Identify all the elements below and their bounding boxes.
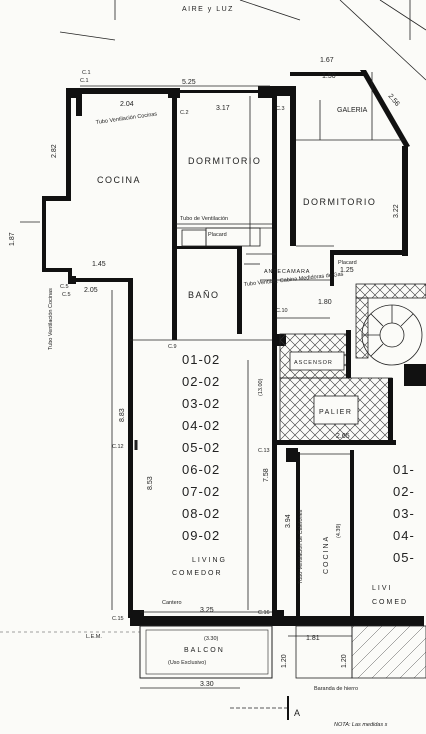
note-uso-exclusivo: (Uso Exclusivo) <box>168 660 206 666</box>
dim-label: 1.67 <box>320 57 334 64</box>
dim-label: 1.50 <box>322 73 336 80</box>
note-placard-2: Placard <box>338 260 357 266</box>
dim-label: 3.30 <box>200 681 214 688</box>
light-well-lines <box>59 0 426 81</box>
dim-label: 2.05 <box>84 287 98 294</box>
right-unit-walls <box>296 450 354 620</box>
top-label: AIRE y LUZ <box>182 6 234 13</box>
column-label: C.15 <box>112 616 124 622</box>
column-label: C.13 <box>258 448 270 454</box>
unit-label: 06-02 <box>182 462 220 477</box>
unit-label: 07-02 <box>182 484 220 499</box>
note-cantero: Cantero <box>162 600 182 606</box>
dim-label: 7.58 <box>263 468 270 482</box>
dim-label: 1.25 <box>340 267 354 274</box>
room-comedor-2: COMED <box>372 599 408 606</box>
note-baranda: Baranda de hierro <box>314 686 358 692</box>
units-right: 01- 02- 03- 04- 05- <box>393 462 415 565</box>
note-placard-1: Placard <box>208 232 227 238</box>
note-tubo-calefones: Tubo Ventilación de Calefones <box>298 509 304 584</box>
room-ascensor: ASCENSOR <box>294 360 333 366</box>
room-cocina-left: COCINA <box>97 175 141 185</box>
room-balcon: BALCON <box>184 647 225 654</box>
room-dormitorio-1: DORMITORIO <box>188 156 261 166</box>
core-hatch <box>276 330 396 445</box>
dim-label: 1.20 <box>281 654 288 668</box>
dim-label: (13.00) <box>258 378 264 396</box>
dim-label: 3.22 <box>393 204 400 218</box>
room-palier: PALIER <box>319 409 352 416</box>
column-label: C.12 <box>112 444 124 450</box>
unit-label: 03-02 <box>182 396 220 411</box>
dim-label: 3.94 <box>285 514 292 528</box>
dim-label: 2.65 <box>336 433 350 440</box>
dim-label: (4.39) <box>336 523 342 538</box>
unit-label: 02- <box>393 484 415 499</box>
dim-label: 3.17 <box>216 105 230 112</box>
dim-label: (3.30) <box>204 636 219 642</box>
room-antecamara: ANTECAMARA <box>264 269 310 275</box>
room-bano: BAÑO <box>188 290 220 300</box>
column-label: C.1 <box>80 78 89 84</box>
column-label: C.9 <box>168 344 177 350</box>
room-living-2: LIVI <box>372 585 392 592</box>
note-tubo-vent-calefones-left: Tubo Ventilación Cocinas <box>48 288 54 350</box>
dimension-lines <box>20 85 352 689</box>
note-section-a: A <box>294 708 302 718</box>
dim-label: 2.04 <box>120 101 134 108</box>
unit-label: 01-02 <box>182 352 220 367</box>
structural-columns <box>66 86 298 626</box>
note-tubo-vent: Tubo de Ventilación <box>180 216 228 222</box>
dim-label: 1.81 <box>306 635 320 642</box>
dim-label: 2.82 <box>51 144 58 158</box>
unit-label: 03- <box>393 506 415 521</box>
note-nota: NOTA: Las medidas s <box>334 722 388 728</box>
balconies <box>0 625 426 720</box>
unit-label: 01- <box>393 462 415 477</box>
exterior-walls <box>42 86 424 626</box>
unit-label: 05-02 <box>182 440 220 455</box>
unit-label: 09-02 <box>182 528 220 543</box>
dim-label: 8.83 <box>119 408 126 422</box>
dim-label: 3.25 <box>200 607 214 614</box>
room-living-1: LIVING <box>192 557 227 564</box>
staircase <box>355 283 426 386</box>
dim-label: 1.87 <box>9 232 16 246</box>
right-walls <box>290 70 410 286</box>
dim-label: 1.45 <box>92 261 106 268</box>
column-label: C.3 <box>276 106 285 112</box>
dim-label: 5.25 <box>182 79 196 86</box>
room-galeria: GALERIA <box>337 107 368 114</box>
note-sep-2: C.5 <box>62 292 71 298</box>
unit-label: 08-02 <box>182 506 220 521</box>
unit-label: 04- <box>393 528 415 543</box>
unit-label: 04-02 <box>182 418 220 433</box>
unit-label: 05- <box>393 550 415 565</box>
interior-lines <box>130 72 405 450</box>
column-label: C.16 <box>258 610 270 616</box>
dim-label: 1.20 <box>341 654 348 668</box>
note-lem: L.E.M. <box>86 634 102 640</box>
column-label: C.5 <box>60 284 69 290</box>
units-left: 01-02 02-02 03-02 04-02 05-02 06-02 07-0… <box>182 352 220 543</box>
column-label: C.2 <box>180 110 189 116</box>
room-dormitorio-2: DORMITORIO <box>303 197 376 207</box>
unit-label: 02-02 <box>182 374 220 389</box>
room-cocina-right: COCINA <box>323 535 330 574</box>
room-comedor-1: COMEDOR <box>172 570 223 577</box>
note-sep-1: C.1 <box>82 70 91 76</box>
dim-label: 1.80 <box>318 299 332 306</box>
column-label: C.10 <box>276 308 288 314</box>
dim-label: 8.53 <box>147 476 154 490</box>
